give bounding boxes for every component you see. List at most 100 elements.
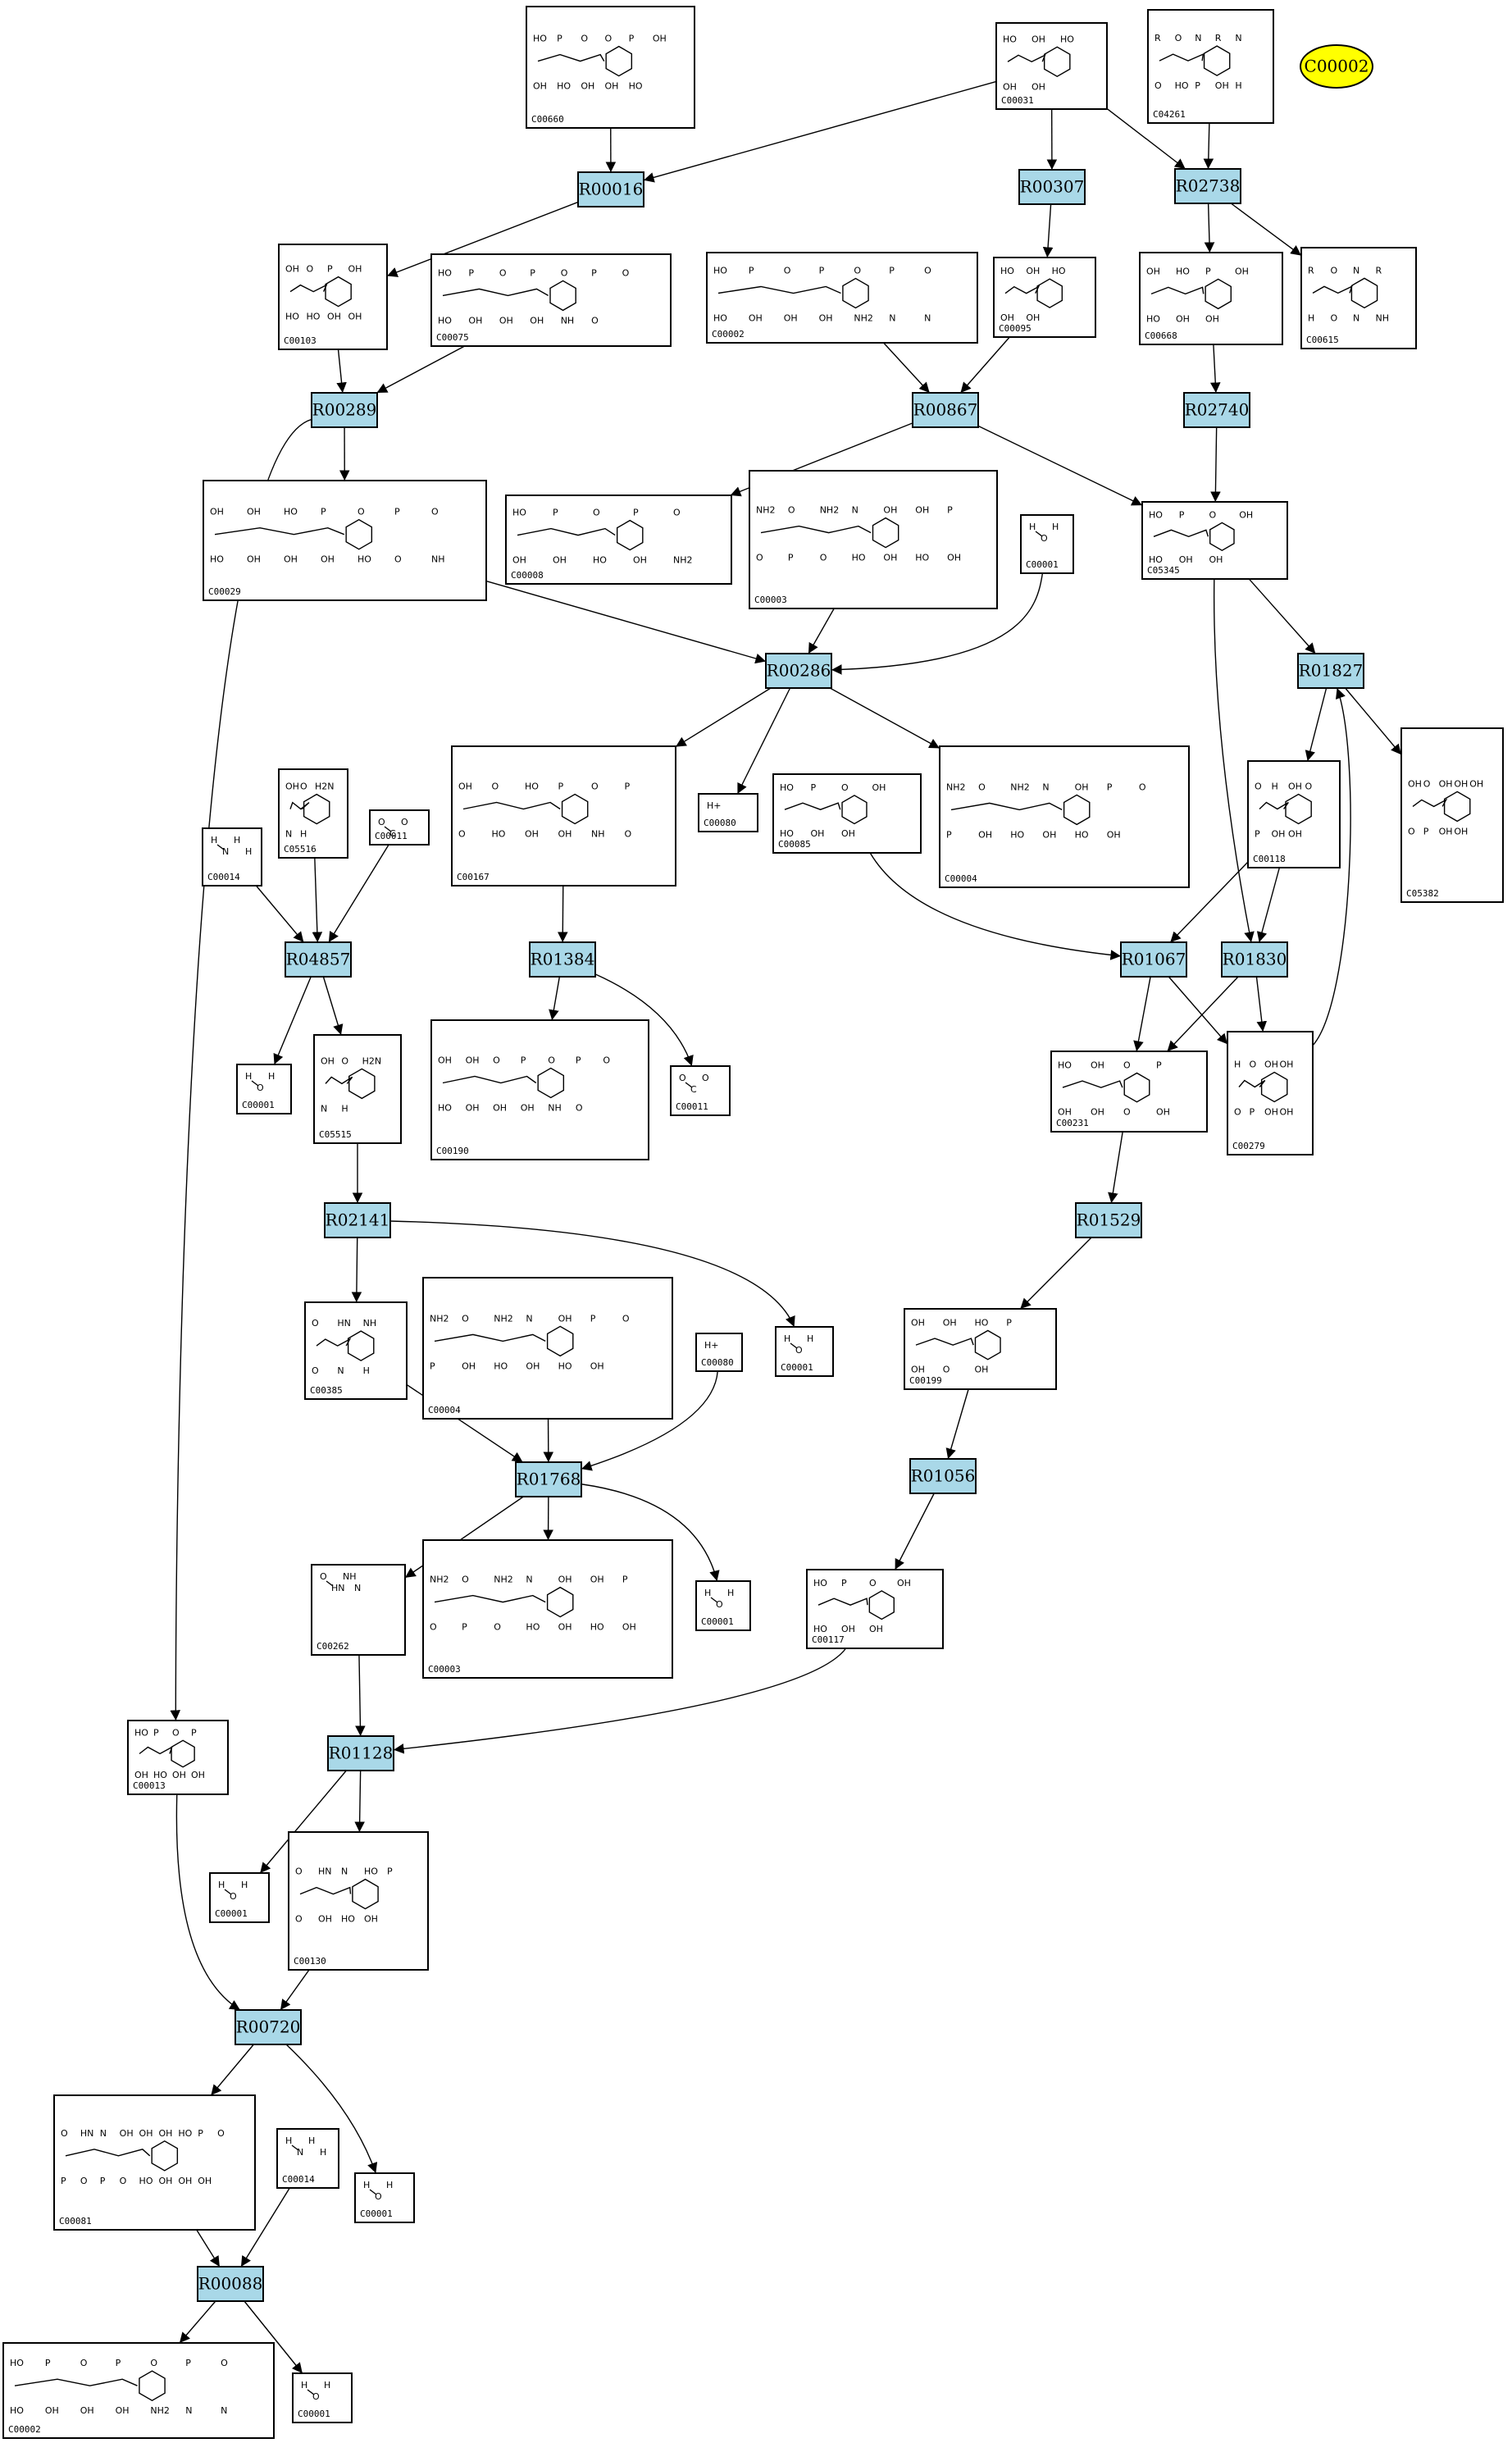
reaction-R00720[interactable]: R00720	[235, 2009, 302, 2045]
reaction-box[interactable]	[324, 1202, 391, 1238]
compound-box[interactable]	[354, 2172, 415, 2223]
reaction-box[interactable]	[765, 653, 832, 689]
reaction-box[interactable]	[285, 941, 352, 978]
compound-box[interactable]	[670, 1065, 731, 1116]
compound-box[interactable]	[127, 1720, 229, 1795]
compound-box[interactable]	[369, 809, 430, 845]
compound-box[interactable]	[202, 827, 262, 886]
compound-box[interactable]	[278, 768, 348, 859]
compound-box[interactable]	[526, 6, 695, 129]
reaction-R00867[interactable]: R00867	[912, 392, 979, 428]
reaction-box[interactable]	[1075, 1202, 1142, 1238]
compound-box[interactable]	[288, 1831, 429, 1971]
reaction-box[interactable]	[912, 392, 979, 428]
reaction-box[interactable]	[235, 2009, 302, 2045]
reaction-R01830[interactable]: R01830	[1221, 941, 1288, 978]
reaction-R04857[interactable]: R04857	[285, 941, 352, 978]
compound-box[interactable]	[695, 1580, 751, 1631]
reaction-R00088[interactable]: R00088	[197, 2266, 264, 2302]
reaction-R01056[interactable]: R01056	[909, 1458, 977, 1494]
compound-box[interactable]	[278, 244, 388, 350]
reaction-R01384[interactable]: R01384	[529, 941, 596, 978]
reaction-R01128[interactable]: R01128	[327, 1735, 394, 1771]
compound-box[interactable]	[695, 1333, 743, 1372]
reaction-box[interactable]	[1297, 653, 1364, 689]
compound-box[interactable]	[1139, 252, 1283, 345]
reaction-R02738[interactable]: R02738	[1174, 168, 1241, 204]
compound-box[interactable]	[451, 745, 676, 886]
compound-box[interactable]	[203, 480, 487, 601]
reaction-R00307[interactable]: R00307	[1018, 169, 1086, 205]
reaction-box[interactable]	[1221, 941, 1288, 978]
reaction-box[interactable]	[577, 171, 644, 207]
legend-compound-ellipse[interactable]	[1300, 44, 1373, 89]
compound-box[interactable]	[1227, 1031, 1314, 1155]
reaction-box[interactable]	[327, 1735, 394, 1771]
reaction-R01529[interactable]: R01529	[1075, 1202, 1142, 1238]
reaction-box[interactable]	[515, 1461, 582, 1497]
compound-box[interactable]	[209, 1872, 270, 1923]
compound-box[interactable]	[772, 773, 922, 854]
reaction-box[interactable]	[1174, 168, 1241, 204]
reaction-R00016[interactable]: R00016	[577, 171, 644, 207]
compound-box[interactable]	[904, 1308, 1057, 1390]
compound-box[interactable]	[1147, 9, 1274, 124]
compound-box[interactable]	[993, 257, 1096, 338]
compound-box[interactable]	[806, 1569, 944, 1649]
reaction-R01827[interactable]: R01827	[1297, 653, 1364, 689]
reaction-R00289[interactable]: R00289	[311, 392, 378, 428]
reaction-box[interactable]	[1018, 169, 1086, 205]
compound-box[interactable]	[775, 1326, 834, 1377]
reaction-R02141[interactable]: R02141	[324, 1202, 391, 1238]
reaction-R01067[interactable]: R01067	[1120, 941, 1187, 978]
compound-box[interactable]	[698, 793, 758, 832]
compound-box[interactable]	[53, 2094, 256, 2231]
compound-box[interactable]	[1020, 514, 1074, 574]
compound-box[interactable]	[311, 1564, 406, 1656]
compound-box[interactable]	[1300, 247, 1417, 349]
compound-C00080[interactable]: H+C00080	[695, 1333, 743, 1372]
compound-box[interactable]	[430, 1019, 649, 1160]
compound-box[interactable]	[995, 22, 1108, 110]
compound-box[interactable]	[236, 1064, 292, 1114]
reaction-box[interactable]	[529, 941, 596, 978]
reaction-R00286[interactable]: R00286	[765, 653, 832, 689]
compound-box[interactable]	[1050, 1051, 1208, 1133]
